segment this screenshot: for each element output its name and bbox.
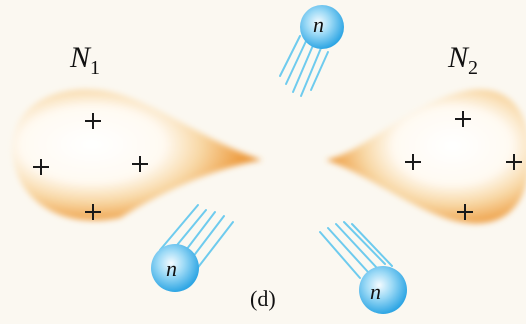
nucleus-n1-shape (12, 89, 262, 221)
charge-plus (85, 204, 101, 220)
motion-streaks (279, 35, 329, 97)
neutron-label: n (166, 256, 177, 281)
neutron-ball (151, 244, 199, 292)
charge-plus (455, 111, 471, 127)
nucleus-n2-charges (405, 111, 522, 220)
charge-plus (132, 156, 148, 172)
neutron-ball (300, 5, 344, 49)
nucleus-n2: N2 (326, 41, 526, 224)
charge-plus (457, 204, 473, 220)
neutron-bottom-right: n (319, 221, 407, 314)
figure-caption: (d) (250, 286, 276, 311)
charge-plus (33, 159, 49, 175)
nucleus-n1-charges (33, 113, 148, 220)
neutron-label: n (370, 279, 381, 304)
nucleus-n1: N1 (12, 41, 262, 221)
charge-plus (506, 154, 522, 170)
motion-streaks (319, 221, 393, 279)
nucleus-n2-label: N2 (447, 41, 478, 79)
neutron-bottom-left: n (151, 204, 234, 292)
nucleus-n1-label: N1 (69, 41, 100, 79)
neutron-top: n (279, 5, 344, 97)
nucleus-n2-shape (326, 89, 526, 224)
charge-plus (85, 113, 101, 129)
charge-plus (405, 154, 421, 170)
neutron-ball (359, 266, 407, 314)
neutron-label: n (313, 12, 324, 37)
